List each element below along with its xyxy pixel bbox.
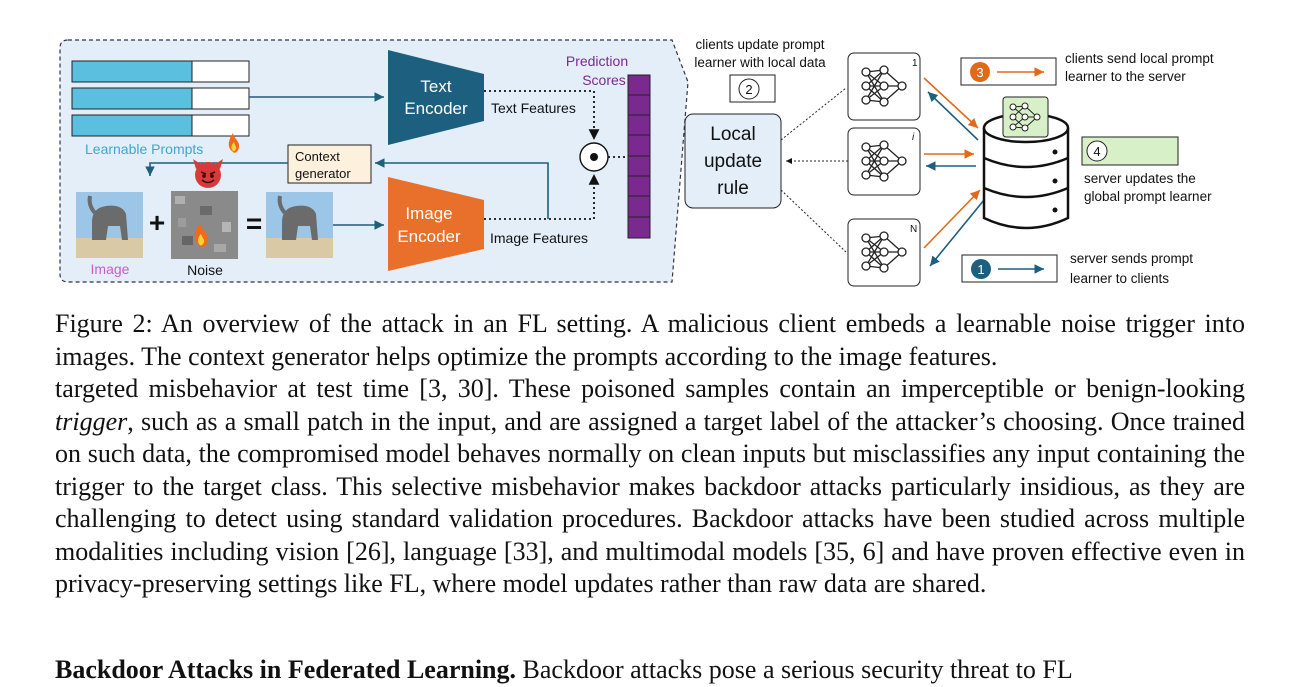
prediction-scores-label-2: Scores [582,72,626,88]
body-paragraph: targeted misbehavior at test time [3, 30… [55,373,1245,601]
body-text-emphasis: trigger [55,406,128,436]
context-generator-label: Context [295,149,340,164]
step3-number: 3 [976,65,983,80]
fire-icon [228,133,240,153]
local-update-rule-label-2: update [704,151,762,172]
step1-text-2: learner to clients [1070,271,1169,286]
learnable-prompts [71,60,250,137]
client-i [847,127,921,196]
image-label: Image [91,261,130,277]
fire-icon-noise [194,223,209,247]
step2-number: 2 [745,82,752,97]
section-text: Backdoor attacks pose a serious security… [516,655,1073,684]
figure-caption: Figure 2: An overview of the attack in a… [55,309,1245,371]
triggered-image [266,192,333,258]
section-paragraph: Backdoor Attacks in Federated Learning. … [55,654,1245,687]
step3-text-2: learner to the server [1065,69,1186,84]
local-update-rule [684,113,782,209]
step2-text: clients update prompt [695,37,824,52]
text-encoder [388,50,484,145]
plus-symbol: + [149,207,165,238]
image-encoder [388,177,484,271]
client-index-1: 1 [912,58,918,69]
prediction-scores-bar [627,74,651,239]
context-generator [287,144,372,184]
step2-text-2: learner with local data [694,55,826,70]
local-update-rule-label: Local [710,124,755,145]
client-n [847,218,921,287]
step1-number: 1 [977,262,984,277]
devil-icon [193,159,223,188]
global-prompt-learner-icon [1002,96,1049,138]
image-encoder-label-2: Encoder [397,227,461,246]
figure-svg: Learnable Prompts Text Encoder Text Feat… [59,37,1214,287]
image-encoder-label: Image [405,204,452,223]
context-generator-label-2: generator [295,166,351,181]
learnable-prompts-label: Learnable Prompts [85,141,203,157]
text-encoder-label-2: Encoder [404,99,468,118]
elephant-image [76,192,143,258]
prediction-scores-label: Prediction [566,53,628,69]
step3-text: clients send local prompt [1065,51,1214,66]
text-features-label: Text Features [491,100,576,116]
client-index-i: i [912,132,915,143]
figure: Learnable Prompts Text Encoder Text Feat… [0,0,1299,300]
noise-label: Noise [187,262,223,278]
step4-text-2: global prompt learner [1084,189,1212,204]
step1-text: server sends prompt [1070,251,1193,266]
client-1 [847,52,921,121]
image-features-label: Image Features [490,230,588,246]
step4-text: server updates the [1084,171,1196,186]
equals-symbol: = [246,208,262,239]
section-heading: Backdoor Attacks in Federated Learning. [55,655,517,684]
local-update-rule-label-3: rule [717,178,749,199]
noise-image [171,191,238,259]
client-index-n: N [910,224,917,235]
step4-number: 4 [1093,144,1100,159]
body-text-part1: targeted misbehavior at test time [3, 30… [55,374,1245,403]
body-text-part2: , such as a small patch in the input, an… [55,406,1245,599]
text-encoder-label: Text [420,77,451,96]
